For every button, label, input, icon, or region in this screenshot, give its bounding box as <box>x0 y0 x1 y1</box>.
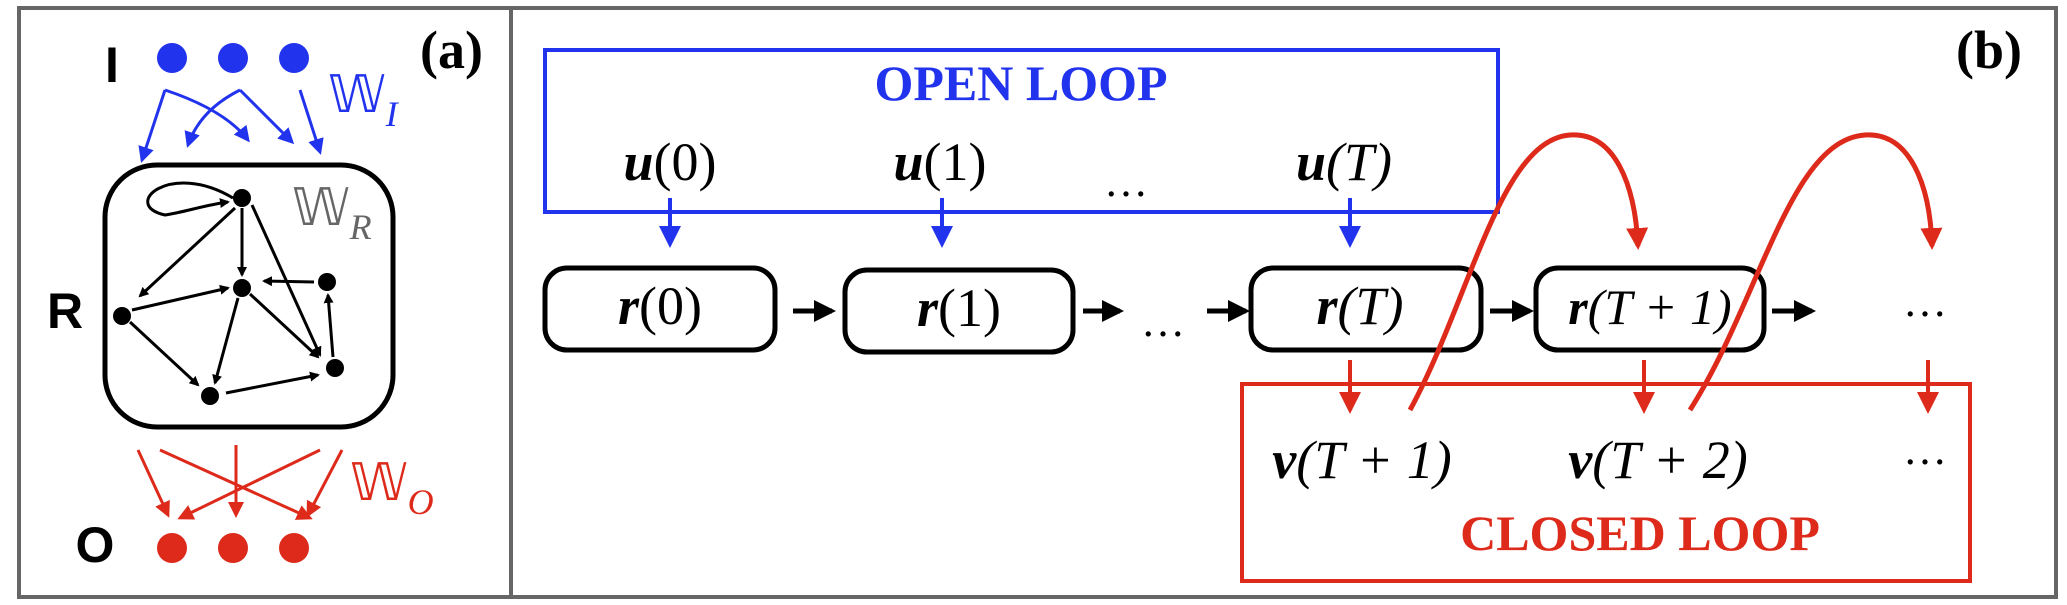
open-loop-title: OPEN LOOP <box>874 55 1167 111</box>
input-layer-label: I <box>105 37 119 93</box>
reservoir-nodes <box>113 189 344 405</box>
closed-loop-title: CLOSED LOOP <box>1460 505 1820 561</box>
input-ellipsis: … <box>1104 157 1148 206</box>
reservoir-node <box>113 307 131 325</box>
w-output-label: 𝕎O <box>350 455 434 522</box>
input-u-T: u(T) <box>1296 132 1392 192</box>
panel-b-frame <box>509 6 2058 599</box>
reservoir-node <box>233 279 251 297</box>
input-node <box>279 43 309 73</box>
panel-a-label: (a) <box>420 20 483 80</box>
reservoir-edges <box>128 181 335 395</box>
state-box-rT1 <box>1533 265 1767 353</box>
output-ellipsis: … <box>1903 425 1947 474</box>
reservoir-node <box>318 273 336 291</box>
state-ellipsis-end: … <box>1903 277 1947 326</box>
state-box-r0 <box>542 265 778 353</box>
output-node <box>218 533 248 563</box>
input-u-0: u(0) <box>623 132 716 192</box>
open-loop-box <box>543 48 1500 214</box>
state-box-rT <box>1248 265 1484 353</box>
input-nodes <box>157 43 309 73</box>
reservoir-node <box>201 387 219 405</box>
output-weight-arrows <box>136 445 344 520</box>
output-nodes <box>157 533 309 563</box>
output-node <box>157 533 187 563</box>
w-reservoir-label: 𝕎R <box>292 180 372 247</box>
panel-a-frame <box>17 6 513 599</box>
panel-b-label: (b) <box>1956 20 2022 80</box>
input-u-1: u(1) <box>893 132 986 192</box>
state-box-r1 <box>842 267 1076 355</box>
input-node <box>157 43 187 73</box>
reservoir-node <box>326 359 344 377</box>
reservoir-label: R <box>47 283 83 339</box>
input-node <box>218 43 248 73</box>
state-r1: r(1) <box>917 278 1001 338</box>
state-ellipsis: … <box>1141 297 1185 346</box>
output-arrows <box>1339 360 1939 414</box>
output-vT2: v(T + 2) <box>1568 430 1747 490</box>
output-vT1: v(T + 1) <box>1272 430 1451 490</box>
output-node <box>279 533 309 563</box>
input-arrows <box>659 198 1361 248</box>
output-layer-label: O <box>76 517 115 573</box>
reservoir-node <box>233 189 251 207</box>
state-rT1: r(T + 1) <box>1568 279 1731 335</box>
reservoir-box <box>102 162 396 430</box>
state-r0: r(0) <box>618 276 702 336</box>
feedback-arrows <box>1407 132 1943 412</box>
w-input-label: 𝕎I <box>328 67 400 134</box>
state-rT: r(T) <box>1316 276 1403 336</box>
input-weight-arrows <box>138 88 324 163</box>
closed-loop-box <box>1240 382 1972 583</box>
